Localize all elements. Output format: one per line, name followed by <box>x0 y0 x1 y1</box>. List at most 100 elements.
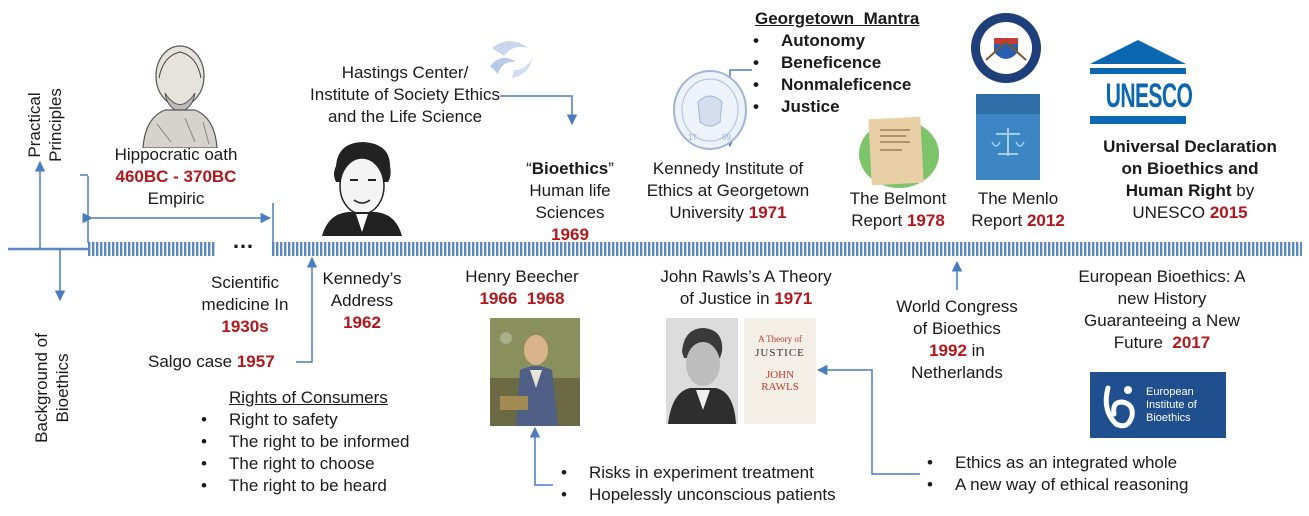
rawls-notes-pointer <box>816 364 920 475</box>
european-line3: Guaranteeing a New <box>1084 311 1240 330</box>
axis-bottom-label-line2: Bioethics <box>53 353 72 423</box>
world-congress-block: World Congress of Bioethics 1992 in Neth… <box>882 296 1032 384</box>
list-item: Risks in experiment treatment <box>557 462 836 484</box>
book-line1: A Theory of <box>758 334 802 344</box>
eib-line3: Bioethics <box>1146 412 1191 424</box>
unesco-line4: UNESCO 2015 <box>1080 202 1300 224</box>
list-item: Beneficence <box>749 52 919 74</box>
scientific-line2: medicine In <box>201 295 289 314</box>
unesco-logo-icon: UNESCO <box>1086 38 1193 126</box>
kennedy-address-line1: Kennedy’s <box>322 269 402 288</box>
unesco-line1: Universal Declaration <box>1103 137 1277 156</box>
bioethics-term-line3: Sciences <box>535 203 605 222</box>
unesco-logo-text: UNESCO <box>1105 77 1193 115</box>
menlo-report-image <box>976 94 1040 180</box>
timeline-ellipsis: … <box>232 228 254 253</box>
belmont-report-image <box>859 116 939 188</box>
world-in: in <box>966 341 985 360</box>
book-line3: JOHN <box>765 369 795 381</box>
dhs-seal-icon <box>971 13 1041 83</box>
svg-text:17: 17 <box>688 133 697 142</box>
beecher-block: Henry Beecher 1966 1968 <box>462 266 582 310</box>
hastings-line3: and the Life Science <box>327 107 483 126</box>
bioethics-term-line1: “Bioethics” <box>510 158 630 180</box>
rawls-portrait-image <box>666 318 738 424</box>
belmont-block: The Belmont Report 1978 <box>838 188 958 232</box>
timeline-segment-2 <box>272 242 1302 256</box>
rawls-book-cover-image: A Theory of JUSTICE JOHN RAWLS <box>744 318 816 424</box>
book-line2: JUSTICE <box>755 347 805 359</box>
salgo-pointer <box>296 256 318 363</box>
axis-bottom-label-line1: Background of <box>32 333 51 443</box>
world-year: 1992 <box>929 341 967 360</box>
georgetown-seal-icon: 17 89 <box>673 70 747 150</box>
hippocratic-sub: Empiric <box>147 189 205 208</box>
hastings-logo-icon <box>490 41 532 78</box>
rawls-notes: Ethics as an integrated whole A new way … <box>923 452 1188 496</box>
beecher-notes: Risks in experiment treatment Hopelessly… <box>557 462 836 506</box>
unesco-block: Universal Declaration on Bioethics and H… <box>1080 136 1300 224</box>
hastings-pointer <box>500 95 578 126</box>
bioethics-term-year: 1969 <box>551 225 589 244</box>
menlo-report: Report <box>971 211 1027 230</box>
hippocratic-title: Hippocratic oath <box>114 145 238 164</box>
european-block: European Bioethics: A new History Guaran… <box>1062 266 1262 354</box>
kennedy-institute-year: 1971 <box>748 203 787 222</box>
kennedy-portrait-image <box>322 142 402 236</box>
belmont-line1: The Belmont <box>849 189 947 208</box>
list-item: Right to safety <box>197 409 409 431</box>
scientific-line1: Scientific <box>210 273 280 292</box>
rawls-line1: John Rawls’s A Theory <box>660 267 832 286</box>
list-item: Justice <box>749 96 919 118</box>
svg-text:89: 89 <box>722 133 731 142</box>
scientific-year: 1930s <box>221 317 269 336</box>
unesco-human-right: Human Right <box>1125 181 1232 200</box>
bioethics-term-line2: Human life <box>529 181 611 200</box>
axis-top-label-line2: Principles <box>46 88 65 162</box>
mantra-title: Georgetown Mantra <box>755 9 920 28</box>
consumers-list: Right to safety The right to be informed… <box>197 409 409 497</box>
beecher-painting-image <box>490 318 580 426</box>
unesco-line2: on Bioethics and <box>1121 159 1259 178</box>
hippocratic-block: Hippocratic oath 460BC - 370BC Empiric <box>96 144 256 210</box>
mantra-list: Autonomy Beneficence Nonmaleficence Just… <box>749 30 919 118</box>
eib-symbol-icon <box>1103 385 1135 429</box>
unesco-org: UNESCO <box>1132 203 1210 222</box>
consumers-title: Rights of Consumers <box>229 388 388 407</box>
kennedy-institute-line1: Kennedy Institute of <box>652 159 804 178</box>
eib-line1: European <box>1146 386 1194 398</box>
beecher-title: Henry Beecher <box>465 267 579 286</box>
world-line1: World Congress <box>896 297 1018 316</box>
timeline-segment-1 <box>88 242 216 256</box>
hastings-line2: Institute of Society Ethics <box>310 85 500 104</box>
kennedy-institute-univ: University <box>669 203 749 222</box>
list-item: Ethics as an integrated whole <box>923 452 1188 474</box>
unesco-line3: Human Right by <box>1080 180 1300 202</box>
european-year: 2017 <box>1172 333 1211 352</box>
european-line2: new History <box>1117 289 1207 308</box>
hippocratic-years: 460BC - 370BC <box>115 167 237 186</box>
book-line4: RAWLS <box>761 381 799 393</box>
menlo-year: 2012 <box>1026 211 1065 230</box>
rawls-year: 1971 <box>774 289 813 308</box>
menlo-block: The Menlo Report 2012 <box>958 188 1078 232</box>
salgo-case: Salgo case 1957 <box>148 351 275 373</box>
quote-close: ” <box>608 159 614 178</box>
list-item: A new way of ethical reasoning <box>923 474 1188 496</box>
world-line3: 1992 in <box>882 340 1032 362</box>
rawls-block: John Rawls’s A Theory of Justice in 1971 <box>646 266 846 310</box>
kennedy-address-year: 1962 <box>343 313 381 332</box>
axis-top-label: Practical Principles <box>24 70 68 180</box>
rawls-of-justice: of Justice in <box>679 289 775 308</box>
eib-text: European Institute of Bioethics <box>1146 386 1197 425</box>
axis-bottom-label: Background of Bioethics <box>31 328 75 448</box>
beecher-years: 1966 1968 <box>479 289 565 308</box>
kennedy-institute-line2: Ethics at Georgetown <box>646 181 810 200</box>
beecher-notes-list: Risks in experiment treatment Hopelessly… <box>557 462 836 506</box>
eib-line2: Institute of <box>1146 399 1197 411</box>
list-item: The right to choose <box>197 453 409 475</box>
belmont-year: 1978 <box>906 211 945 230</box>
belmont-line2: Report 1978 <box>838 210 958 232</box>
list-item: Hopelessly unconscious patients <box>557 484 836 506</box>
